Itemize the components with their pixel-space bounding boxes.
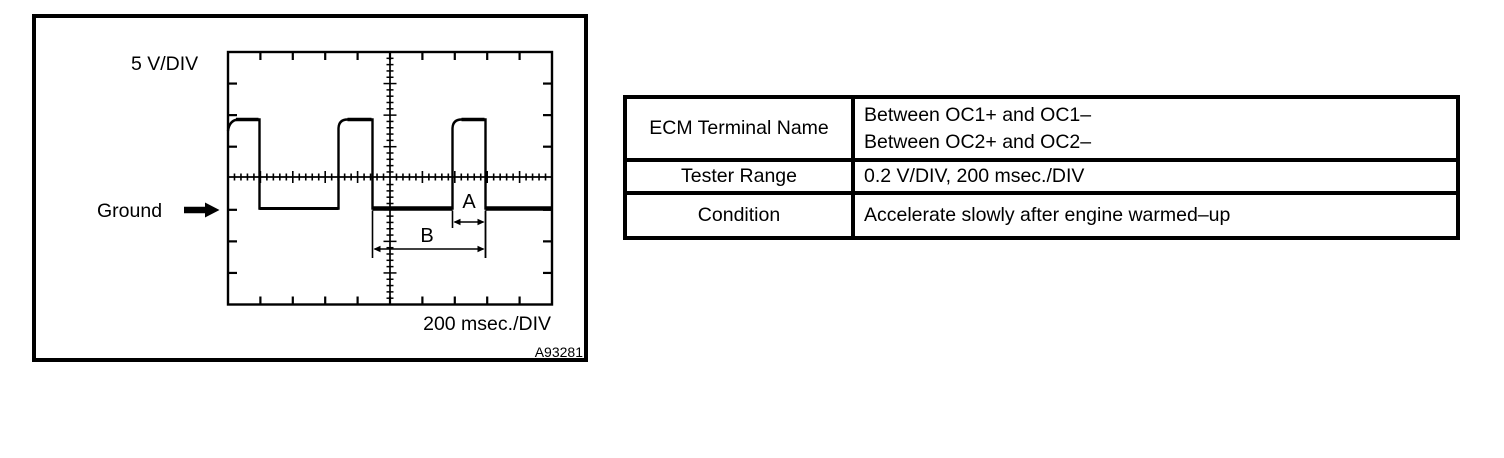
marker-b-label: B	[420, 225, 433, 247]
table-label-cell: ECM Terminal Name	[627, 99, 855, 162]
table-value-cell: Accelerate slowly after engine warmed–up	[855, 195, 1456, 236]
table-value-cell: 0.2 V/DIV, 200 msec./DIV	[855, 162, 1456, 195]
waveform-trace-thick-segments	[236, 117, 551, 211]
table-value-line: Between OC1+ and OC1–	[864, 103, 1092, 126]
waveform-trace	[226, 118, 551, 210]
table-value-cell: Between OC1+ and OC1– Between OC2+ and O…	[855, 99, 1456, 162]
figure-border	[32, 14, 588, 362]
ground-arrow-icon	[184, 202, 220, 218]
waveform-figure: 5 V/DIV Ground A B 200 msec./DIV A93281	[32, 14, 588, 362]
table-label: Condition	[697, 204, 781, 226]
table-label-cell: Tester Range	[627, 162, 855, 195]
table-label-cell: Condition	[627, 195, 855, 236]
h-scale-label: 200 msec./DIV	[423, 313, 551, 335]
table-label: Tester Range	[681, 165, 797, 187]
marker-a-label: A	[462, 191, 476, 213]
scope-axes	[228, 52, 552, 305]
spec-table: ECM Terminal Name Between OC1+ and OC1– …	[623, 95, 1460, 240]
v-scale-label: 5 V/DIV	[131, 53, 198, 75]
table-value-line: 0.2 V/DIV, 200 msec./DIV	[864, 165, 1085, 187]
measurement-arrows	[371, 210, 487, 258]
table-label: ECM Terminal Name	[649, 117, 829, 139]
ground-label: Ground	[97, 200, 162, 222]
figure-code: A93281	[535, 344, 583, 360]
table-value-line: Between OC2+ and OC2–	[864, 130, 1092, 153]
table-value-line: Accelerate slowly after engine warmed–up	[864, 204, 1231, 226]
